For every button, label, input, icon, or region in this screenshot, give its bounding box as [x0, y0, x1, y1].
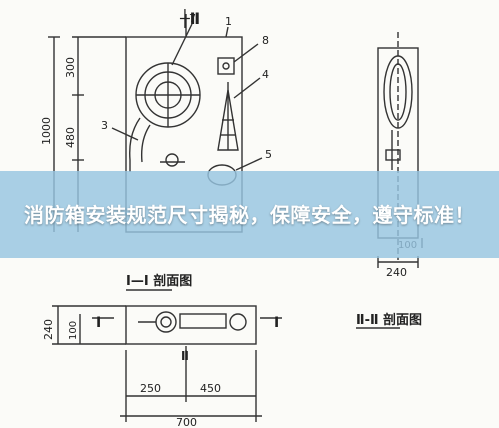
- plan-outline: [125, 305, 257, 345]
- plan-dim-450: 450: [200, 382, 221, 395]
- dim-label-480: 480: [64, 127, 77, 148]
- water-pipe-2: [140, 124, 151, 163]
- callout-5: 5: [265, 148, 272, 161]
- plan-section-marker-bottom: Ⅱ: [181, 349, 189, 363]
- plan-reel-inner: [160, 316, 172, 328]
- plan-dim-240: 240: [42, 319, 55, 340]
- callout-4: 4: [262, 68, 269, 81]
- leader-line: [233, 43, 259, 63]
- side-dim-240: 240: [386, 266, 407, 279]
- leader-line: [235, 157, 263, 171]
- callout-1: 1: [225, 15, 232, 28]
- plan-dim-700: 700: [176, 416, 197, 428]
- callout-3: 3: [101, 119, 108, 132]
- alarm-button-dot: [222, 62, 230, 70]
- plan-section-label-right: I: [274, 315, 279, 331]
- valve-handwheel: [165, 153, 179, 167]
- plan-reel: [155, 311, 177, 333]
- front-view-title: I—I 剖面图: [126, 273, 192, 289]
- callout-7: 7: [189, 12, 196, 25]
- side-view-title: Ⅱ-Ⅱ 剖面图: [356, 312, 422, 328]
- plan-dim-100: 100: [68, 321, 79, 340]
- plan-nozzle-box: [179, 313, 227, 329]
- callout-8: 8: [262, 34, 269, 47]
- banner-title: 消防箱安装规范尺寸揭秘，保障安全，遵守标准！: [24, 202, 475, 227]
- leader-line: [233, 77, 261, 99]
- side-valve: [385, 149, 401, 161]
- alarm-button: [217, 57, 235, 75]
- front-section-marker: ┼Ⅱ: [179, 8, 200, 28]
- title-banner: 消防箱安装规范尺寸揭秘，保障安全，遵守标准！: [0, 171, 499, 258]
- plan-dim-250: 250: [140, 382, 161, 395]
- leader-line: [111, 127, 139, 141]
- water-pipe: [129, 117, 141, 172]
- dim-label-1000: 1000: [40, 117, 53, 145]
- side-hose-reel: [383, 55, 413, 129]
- plan-valve: [229, 313, 247, 331]
- plan-section-label-left: I: [96, 315, 101, 331]
- leader-line: [225, 26, 229, 38]
- dim-label-300: 300: [64, 57, 77, 78]
- leader-line: [171, 23, 193, 66]
- plan-view: [52, 305, 282, 422]
- side-hose-reel-inner: [389, 63, 407, 121]
